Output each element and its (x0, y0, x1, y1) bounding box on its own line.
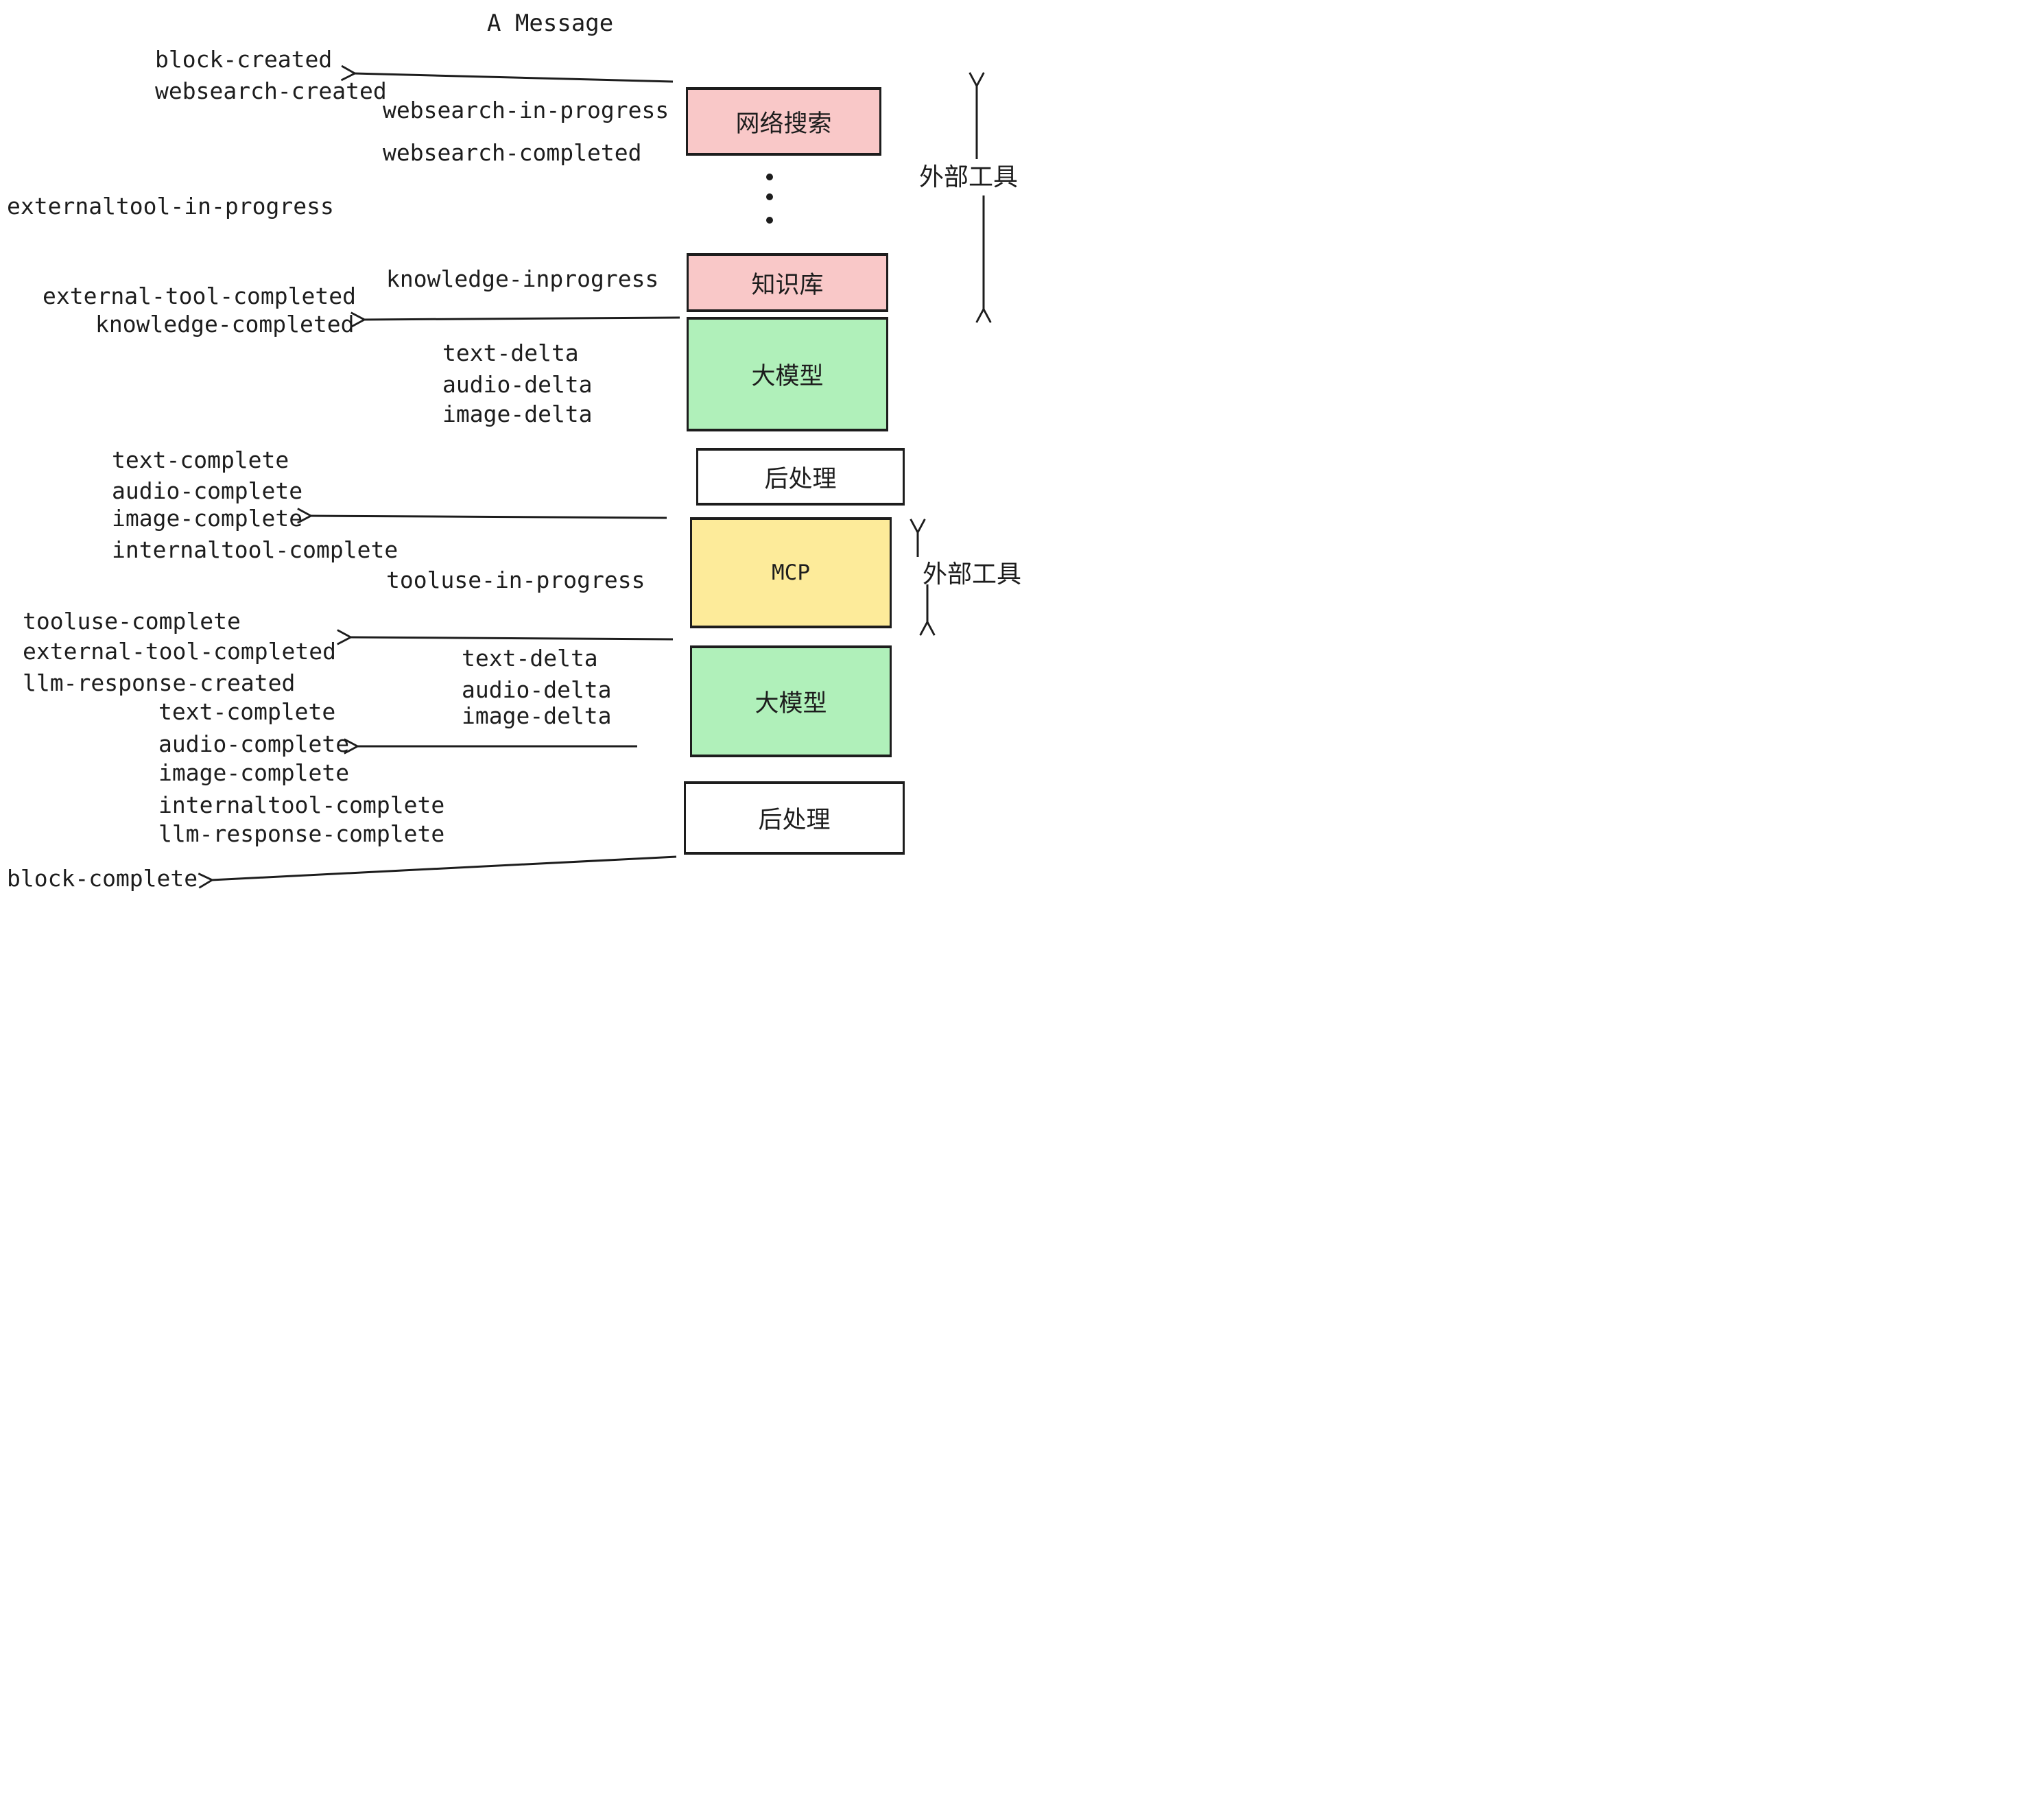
event-knowledge-completed: knowledge-completed (95, 311, 355, 337)
box-post-process-1-label: 后处理 (764, 465, 837, 493)
box-post-process-1: 后处理 (696, 448, 905, 506)
box-knowledge-base: 知识库 (687, 253, 888, 312)
box-llm-2: 大模型 (690, 645, 892, 757)
box-post-process-2-label: 后处理 (758, 807, 831, 834)
arrow-to-tooluse-complete (350, 637, 674, 639)
box-post-process-2: 后处理 (684, 781, 905, 855)
event-external-tool-completed-2: external-tool-completed (23, 638, 336, 665)
arrow-to-block-created (354, 73, 674, 83)
event-websearch-in-progress: websearch-in-progress (383, 97, 669, 123)
event-tooluse-in-progress: tooluse-in-progress (386, 567, 645, 593)
event-block-created: block-created (155, 46, 333, 73)
event-audio-delta-2: audio-delta (462, 676, 612, 703)
box-llm-2-label: 大模型 (754, 690, 827, 717)
dot-1 (766, 174, 773, 180)
event-internaltool-complete-2: internaltool-complete (158, 792, 445, 818)
event-text-complete-1: text-complete (112, 447, 289, 473)
event-text-delta-1: text-delta (442, 340, 579, 366)
arrow-to-image-complete-1 (310, 516, 667, 518)
diagram-title: A Message (487, 10, 614, 37)
box-mcp: MCP (690, 517, 892, 628)
event-audio-delta-1: audio-delta (442, 371, 593, 398)
arrow-to-block-complete (211, 855, 677, 880)
dot-2 (766, 193, 773, 200)
box-knowledge-base-label: 知识库 (751, 271, 824, 299)
event-image-delta-2: image-delta (462, 702, 612, 729)
event-websearch-completed: websearch-completed (383, 139, 642, 166)
event-llm-response-created: llm-response-created (23, 669, 296, 696)
diagram-canvas: A Message block-created websearch-create… (0, 0, 1022, 902)
external-tools-label-2: 外部工具 (923, 560, 1022, 589)
ellipsis-dots (766, 174, 773, 224)
event-llm-response-complete: llm-response-complete (158, 820, 445, 847)
event-text-delta-2: text-delta (462, 645, 598, 672)
event-image-complete-1: image-complete (112, 505, 303, 532)
external-tools-label-1: 外部工具 (919, 163, 1019, 191)
event-audio-complete-1: audio-complete (112, 477, 303, 504)
event-internaltool-complete-1: internaltool-complete (112, 536, 399, 563)
event-knowledge-inprogress: knowledge-inprogress (386, 265, 659, 292)
event-image-delta-1: image-delta (442, 401, 593, 427)
arrow-to-knowledge-completed (364, 318, 680, 320)
event-externaltool-in-progress: externaltool-in-progress (7, 193, 334, 219)
box-llm-1-label: 大模型 (751, 363, 824, 390)
box-web-search: 网络搜索 (686, 87, 881, 156)
event-tooluse-complete: tooluse-complete (23, 608, 241, 634)
dot-3 (766, 217, 773, 224)
event-external-tool-completed-1: external-tool-completed (43, 283, 356, 309)
box-web-search-label: 网络搜索 (735, 110, 832, 138)
box-llm-1: 大模型 (687, 317, 888, 431)
box-mcp-label: MCP (772, 560, 810, 585)
event-text-complete-2: text-complete (158, 698, 336, 725)
event-audio-complete-2: audio-complete (158, 731, 350, 757)
event-image-complete-2: image-complete (158, 759, 350, 786)
event-websearch-created: websearch-created (155, 78, 387, 104)
event-block-complete: block-complete (7, 865, 198, 892)
